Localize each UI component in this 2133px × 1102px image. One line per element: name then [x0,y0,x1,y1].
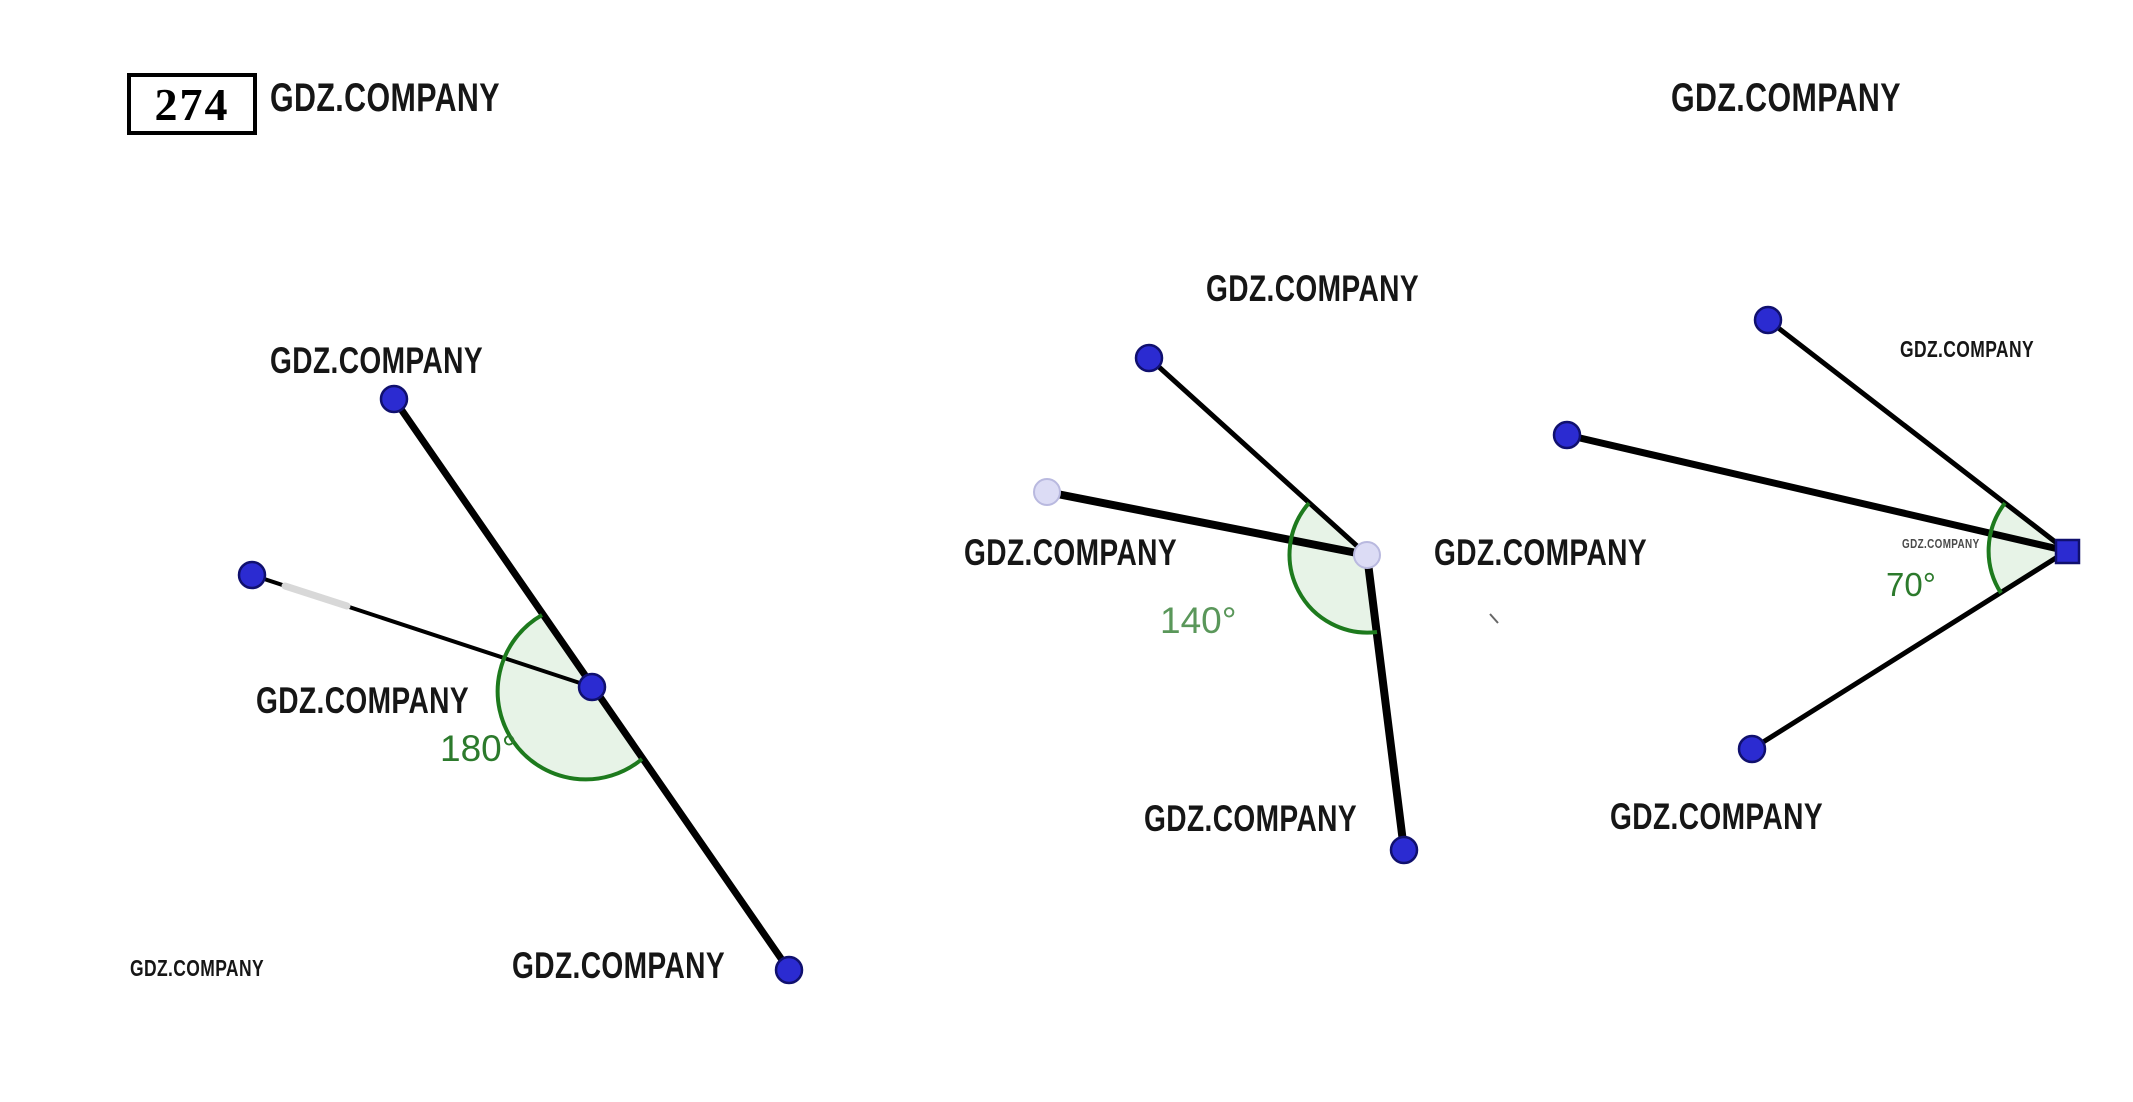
point [1552,420,1582,450]
watermark-label: GDZ.COMPANY [964,532,1178,573]
watermark-label: GDZ.COMPANY [130,955,264,981]
watermark-label: GDZ.COMPANY [1610,796,1824,837]
ray-line [1765,317,2070,554]
angle-value-label: 140° [1160,600,1237,641]
watermark-label: GDZ.COMPANY [270,340,484,381]
vertex-point-square [2054,538,2081,565]
point-light [1033,478,1061,506]
brand-watermark-right: GDZ.COMPANY [1671,76,1901,120]
point [1737,734,1767,764]
task-number-box: 274 [127,73,257,135]
angle-arc-fill [1289,503,1377,633]
point [774,955,804,985]
angle-arc-fill [1988,503,2067,593]
watermark-label: GDZ.COMPANY [512,945,726,986]
vertex-point-light [1353,541,1381,569]
point [1753,305,1783,335]
point [1134,343,1164,373]
angle-value-label: 70° [1886,566,1936,603]
watermark-label: GDZ.COMPANY [1434,532,1648,573]
watermark-label: GDZ.COMPANY [256,680,470,721]
angle-arc [495,613,644,782]
angle-arc [1287,501,1378,635]
brand-watermark-left: GDZ.COMPANY [270,76,500,120]
watermark-label: GDZ.COMPANY [1902,536,1980,551]
angle-value-label: 180° [440,728,517,769]
angle-arc [1986,501,2007,595]
vertex-point [577,672,607,702]
angle-arc-fill [497,615,642,780]
point [379,384,409,414]
figure-obtuse-angle [1033,343,1499,865]
figure-acute-angle [1552,305,2081,764]
faded-segment [281,582,351,610]
ray-line [1146,355,1370,558]
ray-line [1043,488,1371,559]
point [237,560,267,590]
watermark-label: GDZ.COMPANY [1900,336,2034,362]
watermark-label: GDZ.COMPANY [1206,268,1420,309]
figure-straight-angle [237,384,804,985]
ray-line [1749,548,2070,752]
ray-line [1363,551,1408,854]
tick-mark [1489,613,1499,624]
task-number: 274 [154,78,230,130]
ray-line [1563,431,2071,555]
watermark-label: GDZ.COMPANY [1144,798,1358,839]
point [1389,835,1419,865]
